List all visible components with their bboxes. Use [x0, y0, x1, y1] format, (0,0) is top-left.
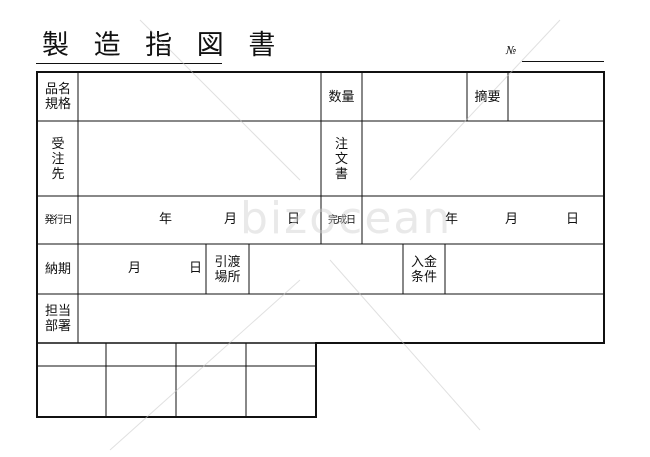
summary-label: 摘要	[474, 89, 501, 105]
number-field-line[interactable]	[522, 61, 604, 62]
completion-date-label: 完成日	[328, 215, 356, 226]
handover-field[interactable]	[250, 245, 403, 294]
delivery-day-unit: 日	[189, 261, 203, 276]
stamp-box[interactable]	[247, 344, 316, 416]
quantity-field[interactable]	[363, 73, 467, 121]
delivery-month-unit: 月	[128, 261, 142, 276]
stamp-box[interactable]	[38, 344, 106, 416]
completion-year-unit: 年	[445, 212, 459, 227]
quantity-label: 数量	[328, 89, 355, 105]
issue-year-unit: 年	[159, 212, 173, 227]
order-form-field[interactable]	[363, 122, 603, 196]
completion-month-unit: 月	[505, 212, 519, 227]
completion-day-unit: 日	[566, 212, 580, 227]
stamp-box[interactable]	[107, 344, 176, 416]
department-field[interactable]	[79, 295, 603, 343]
product-label: 品名 規格	[44, 82, 71, 112]
customer-label: 受 注 先	[51, 136, 65, 182]
title-underline	[36, 63, 222, 64]
handover-label: 引渡 場所	[214, 254, 241, 285]
stamp-box[interactable]	[177, 344, 246, 416]
delivery-label: 納期	[44, 262, 71, 277]
issue-month-unit: 月	[224, 212, 238, 227]
order-form-label: 注 文 書	[334, 136, 348, 182]
product-field[interactable]	[79, 73, 321, 121]
delivery-field[interactable]	[79, 245, 206, 294]
issue-date-label: 発行日	[44, 215, 73, 226]
issue-date-field[interactable]	[79, 197, 321, 244]
payment-label: 入金 条件	[410, 254, 437, 285]
issue-day-unit: 日	[287, 212, 301, 227]
customer-field[interactable]	[79, 122, 321, 196]
payment-field[interactable]	[446, 245, 603, 294]
summary-field[interactable]	[509, 73, 603, 121]
department-label: 担当 部署	[44, 304, 71, 334]
